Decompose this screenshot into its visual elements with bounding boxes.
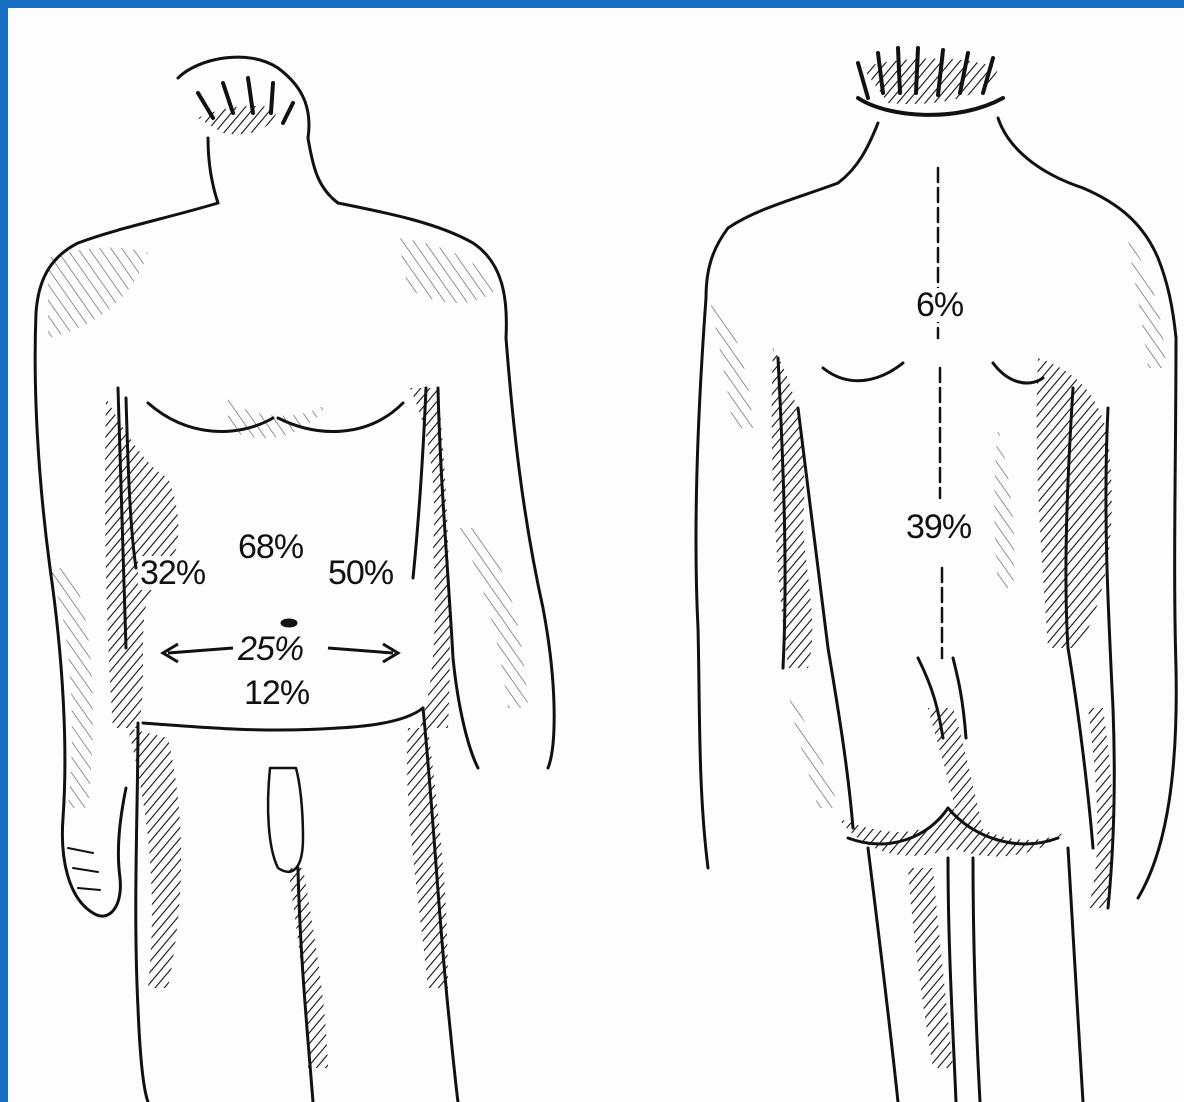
label-upper-back: 6% [914,288,965,322]
label-right-flank: 32% [138,556,207,590]
label-lower-abdomen: 12% [242,676,311,710]
label-left-flank: 50% [326,556,395,590]
back-shading [772,59,1114,1068]
label-umbilical-band: 25% [236,632,305,666]
diagram-frame: 32% 68% 50% 25% 12% 6% 39% [8,8,1184,1102]
label-upper-abdomen: 68% [236,530,305,564]
label-lower-back: 39% [904,510,973,544]
